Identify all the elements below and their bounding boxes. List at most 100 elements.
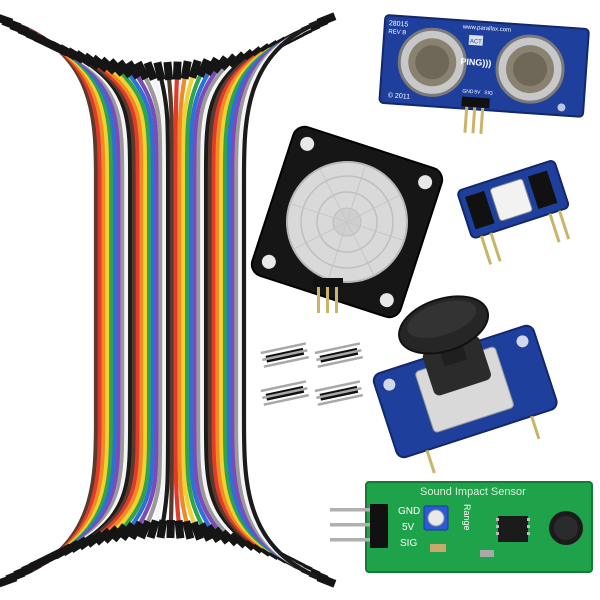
sound-sensor-pin-3: [330, 538, 370, 542]
jumper-wire: [127, 72, 156, 528]
jumper-wire: [63, 49, 125, 551]
jumper-connector-bottom: [174, 520, 185, 539]
jumper-wire: [230, 33, 299, 567]
sound-sensor-title: Sound Impact Sensor: [420, 486, 526, 498]
jumper-wire: [150, 75, 167, 525]
jumper-wire: [184, 72, 205, 528]
jumper-connector-bottom: [156, 519, 168, 539]
joystick-module: [368, 278, 558, 474]
jumper-wire: [7, 19, 99, 581]
ultrasonic-brand: PING))): [460, 56, 492, 68]
jumper-wire: [222, 41, 283, 559]
jumper-wire: [207, 57, 252, 543]
jumper-wire: [200, 63, 236, 537]
jumper-connector-bottom: [110, 523, 129, 543]
jumper-connector-top: [316, 12, 337, 27]
jumper-connector-top: [172, 61, 182, 80]
sound-sensor-range-label: Range: [462, 504, 472, 531]
jumper-wire: [111, 68, 148, 532]
jumper-connector-bottom: [213, 525, 231, 545]
sound-sensor-chip: [498, 516, 528, 542]
ultrasonic-pin-3: [479, 107, 485, 134]
jumper-connector-top: [143, 61, 158, 81]
jumper-wire: [226, 37, 291, 563]
jumper-connector-top: [153, 61, 166, 81]
sound-sensor-pin-2: [330, 523, 370, 527]
sound-impact-sensor-module: Sound Impact Sensor GND 5V SIG Range: [330, 478, 595, 578]
jumper-wire: [241, 19, 323, 581]
jumper-wire: [103, 65, 144, 535]
ultrasonic-sensor-module: 28015 REV B www.parallax.com ACT PING)))…: [378, 14, 590, 148]
ultrasonic-copyright: © 2011: [388, 91, 411, 101]
jumper-wire: [87, 60, 137, 540]
jumper-connector-top: [212, 55, 230, 75]
ultrasonic-pin-sig: SIG: [484, 90, 493, 97]
jumper-wire: [166, 75, 174, 525]
jumper-connector-top: [125, 60, 142, 80]
jumper-wire: [158, 75, 171, 525]
ultrasonic-revision: REV B: [388, 29, 406, 36]
ultrasonic-chip-label: ACT: [470, 39, 483, 46]
jumper-connector-top: [180, 60, 192, 80]
jumper-wire: [192, 68, 221, 532]
jumper-connector-bottom: [182, 520, 195, 540]
jumper-connector-top: [134, 60, 150, 81]
breakout-sensor-chip: [490, 178, 533, 222]
jumper-connector-bottom: [137, 519, 152, 540]
jumper-connector-bottom: [190, 520, 204, 541]
jumper-connector-bottom: [197, 522, 214, 542]
jumper-connector-top: [163, 61, 174, 81]
pin-header-2: [314, 342, 364, 368]
jumper-wire: [211, 53, 260, 547]
jumper-connector-bottom: [146, 519, 160, 539]
sound-sensor-pin-5v: 5V: [402, 522, 415, 533]
jumper-wire: [234, 28, 307, 572]
pin-header-3: [260, 380, 310, 406]
jumper-wire: [203, 60, 244, 540]
pir-pin-1: [317, 287, 320, 313]
jumper-wire: [71, 53, 129, 547]
jumper-connector-top: [196, 58, 212, 78]
jumper-connector-top: [220, 53, 239, 73]
jumper-wire: [15, 24, 102, 576]
ultrasonic-website: www.parallax.com: [462, 24, 512, 33]
jumper-connector-top: [107, 58, 126, 77]
jumper-connector-top: [188, 59, 202, 79]
pir-motion-sensor: [250, 125, 444, 319]
jumper-connector-bottom: [101, 525, 121, 544]
jumper-wire: [181, 73, 197, 527]
jumper-wire: [143, 74, 163, 526]
jumper-wire: [215, 49, 268, 551]
sound-sensor-pin-1: [330, 508, 370, 512]
ultrasonic-pin-gnd: GND: [462, 88, 474, 95]
pin-header-4: [314, 380, 364, 406]
jumper-wire: [119, 70, 152, 530]
jumper-wire: [238, 24, 315, 576]
pir-pin-3: [335, 287, 338, 313]
jumper-wire: [177, 74, 189, 526]
ultrasonic-pin-1: [463, 106, 469, 133]
ultrasonic-pin-2: [471, 107, 477, 134]
sound-sensor-pcb: [365, 481, 593, 573]
jumper-wire: [55, 45, 121, 555]
jumper-connector-top: [116, 59, 134, 79]
jumper-wires-drawing: [0, 12, 337, 588]
jumper-connector-top: [204, 56, 221, 77]
sound-sensor-pin-sig: SIG: [400, 538, 417, 549]
jumper-wire: [196, 65, 228, 535]
jumper-connector-bottom: [205, 523, 223, 544]
jumper-wire: [173, 75, 181, 525]
jumper-connector-bottom: [128, 520, 145, 541]
sensor-breakout-board: [457, 160, 573, 270]
jumper-wire: [188, 70, 213, 530]
jumper-connector-bottom: [316, 573, 337, 588]
jumper-connector-bottom: [166, 519, 175, 539]
jumper-wire: [95, 63, 140, 537]
jumper-connector-bottom: [119, 521, 137, 542]
jumper-wire: [219, 45, 276, 555]
pir-pin-2: [326, 287, 329, 313]
sound-sensor-pin-gnd: GND: [398, 506, 420, 517]
pin-headers-group: [260, 340, 370, 415]
ultrasonic-pin-5v: 5V: [474, 89, 481, 95]
